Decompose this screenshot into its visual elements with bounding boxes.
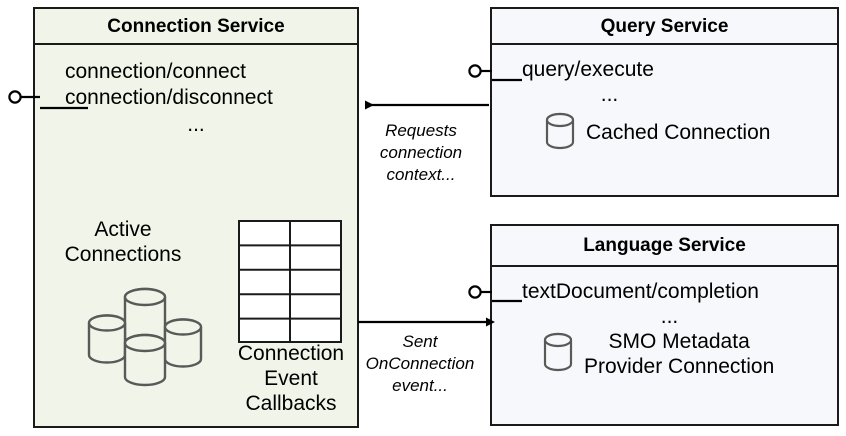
query-service-operation: query/execute	[522, 58, 654, 81]
database-cluster-icon	[83, 281, 207, 391]
database-icon	[542, 331, 574, 378]
language-service-interface-stem	[492, 290, 522, 303]
query-service-body: query/execute ... Cached Connection	[492, 45, 837, 195]
query-service-interface-stem	[492, 69, 522, 82]
connection-service-interface-stem	[40, 97, 88, 110]
connection-service-operations-ellipsis: ...	[187, 113, 205, 136]
table-grid-icon	[238, 220, 342, 343]
query-service-title: Query Service	[492, 9, 837, 45]
connection-service-operations: connection/connect connection/disconnect	[65, 60, 273, 109]
query-service-operation-ellipsis: ...	[600, 83, 619, 106]
component-language-service[interactable]: Language Service textDocument/completion…	[490, 224, 839, 426]
flow-label-sent-onconnection-event: Sent OnConnection event...	[365, 332, 475, 395]
flow-label-requests-connection-context: Requests connection context...	[379, 121, 463, 184]
language-service-interface-icon[interactable]	[468, 283, 492, 301]
connection-event-callbacks-label: Connection Event Callbacks	[237, 342, 345, 415]
language-service-body: textDocument/completion ... SMO Metadata…	[492, 267, 837, 424]
connection-service-interface-icon[interactable]	[8, 88, 40, 106]
smo-metadata-label: SMO Metadata Provider Connection	[584, 330, 775, 378]
cached-connection-artifact: Cached Connection	[544, 111, 770, 156]
component-query-service[interactable]: Query Service query/execute ... Cached C…	[490, 7, 839, 197]
language-service-operation-ellipsis: ...	[660, 305, 679, 328]
component-connection-service[interactable]: Connection Service connection/connect co…	[33, 7, 359, 428]
connection-service-body: connection/connect connection/disconnect…	[35, 45, 357, 426]
language-service-operation: textDocument/completion	[522, 280, 759, 303]
cached-connection-label: Cached Connection	[586, 121, 771, 145]
language-service-title: Language Service	[492, 226, 837, 267]
database-icon	[544, 111, 576, 156]
connection-service-title: Connection Service	[35, 9, 357, 45]
smo-metadata-artifact: SMO Metadata Provider Connection	[542, 330, 774, 380]
query-service-interface-icon[interactable]	[468, 62, 492, 80]
active-connections-label: Active Connections	[64, 218, 182, 266]
